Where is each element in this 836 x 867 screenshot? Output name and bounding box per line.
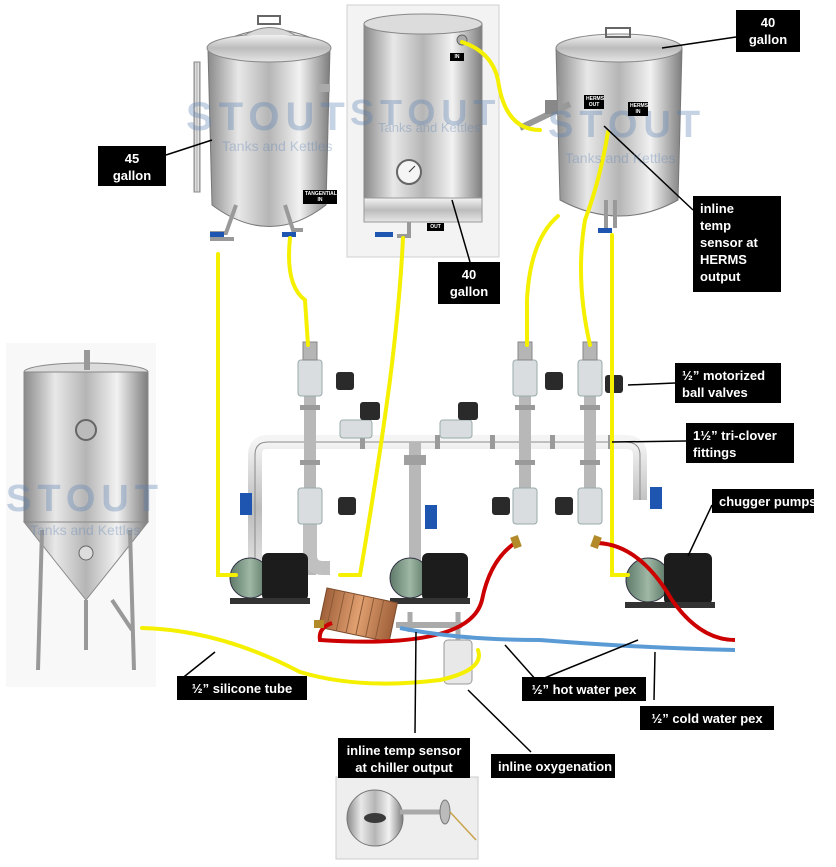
watermark-tagline-mt: Tanks and Kettles [378,120,481,135]
conical-fermenter [6,343,156,687]
manifold-piping [248,350,647,575]
cold-water-pex [399,626,736,652]
motorized-valves [297,341,623,525]
watermark-brand-hlt: STOUT [548,104,707,146]
watermark-brand-bk: STOUT [186,95,351,139]
pumps [229,487,715,608]
plate-chiller [318,587,473,685]
label-mt: 40 gallon MT [438,262,500,316]
label-bk: 45 gallon BK [98,146,166,200]
tag-mt-out: OUT [427,223,444,231]
label-pumps: chugger pumps [712,489,817,513]
label-cold-pex: ½” cold water pex [640,706,774,730]
label-hot-pex: ½” hot water pex [522,677,646,701]
sensor-photo [335,776,479,860]
watermark-brand-fermenter: STOUT [6,478,165,520]
boil-kettle [193,15,332,241]
label-oxygenation: inline oxygenation [491,754,615,778]
leader-lines [165,36,737,753]
label-motorized-valves: ½” motorized ball valves [675,363,781,403]
tag-bk-tangential-in: TANGENTIAL IN [303,190,337,204]
watermark-tagline-hlt: Tanks and Kettles [565,150,676,166]
label-chiller-sensor: inline temp sensor at chiller output [338,738,470,778]
label-herms-sensor: inline temp sensor at HERMS output [693,196,781,292]
label-hlt: 40 gallon HLT [736,10,800,64]
tag-hlt-herms-in: HERMS IN [628,102,649,116]
watermark-brand-mt: STOUT [350,92,502,133]
watermark-tagline-fermenter: Tanks and Kettles [30,522,141,538]
tag-mt-in: IN [450,53,464,61]
label-triclover: 1½” tri-clover fittings [686,423,794,463]
label-silicone: ½” silicone tube [177,676,307,700]
watermark-tagline-bk: Tanks and Kettles [222,138,333,154]
silicone-tubes [140,40,630,686]
tag-hlt-herms-out: HERMS OUT [584,95,605,109]
